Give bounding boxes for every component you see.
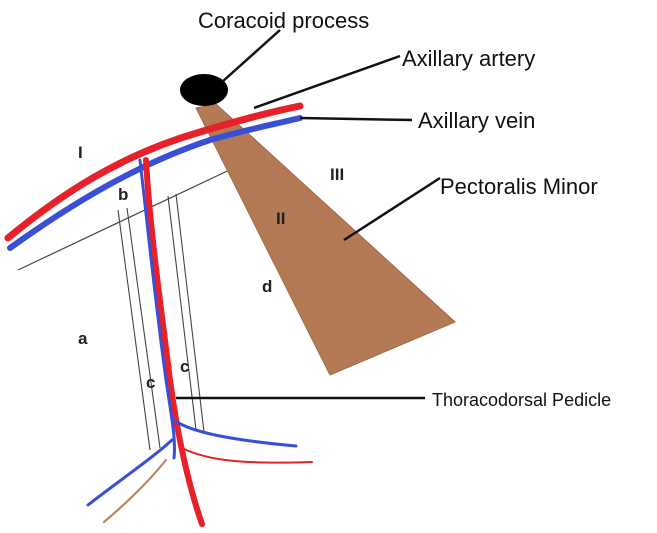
zone-label-level-1: I <box>78 143 83 162</box>
zone-c-left-line-1 <box>117 209 151 451</box>
zone-label-level-2: II <box>276 209 285 228</box>
label-pectoralis-minor: Pectoralis Minor <box>440 174 598 199</box>
zone-label-a: a <box>78 329 88 348</box>
label-thoracodorsal-pedicle: Thoracodorsal Pedicle <box>432 390 611 410</box>
pectoralis-minor-muscle <box>195 103 456 376</box>
label-axillary-artery: Axillary artery <box>402 46 535 71</box>
coracoid-process-bone <box>180 74 228 106</box>
nerve-branch-left <box>102 458 168 524</box>
leader-vein <box>299 116 413 122</box>
zone-c-right-line-2 <box>175 193 205 433</box>
label-axillary-vein: Axillary vein <box>418 108 535 133</box>
zone-label-c-right: c <box>180 357 189 376</box>
axillary-base-line <box>17 164 241 271</box>
leader-coracoid <box>221 29 281 83</box>
zone-label-c-left: c <box>146 373 155 392</box>
vein-branch-right <box>172 418 298 448</box>
thoracodorsal-vein <box>138 158 176 460</box>
vein-branch-left <box>86 438 174 507</box>
leader-pectoralis <box>343 176 441 242</box>
axillary-vein <box>7 115 303 251</box>
label-coracoid-process: Coracoid process <box>198 8 369 33</box>
zone-c-right-line-1 <box>167 195 197 431</box>
zone-label-b: b <box>118 185 128 204</box>
artery-branch-right <box>181 447 313 464</box>
zone-label-level-3: III <box>330 165 344 184</box>
leader-artery <box>253 54 401 110</box>
zone-label-d: d <box>262 277 272 296</box>
axillary-artery <box>4 102 304 242</box>
zone-c-left-line-2 <box>126 207 161 449</box>
thoracodorsal-artery <box>143 157 205 527</box>
